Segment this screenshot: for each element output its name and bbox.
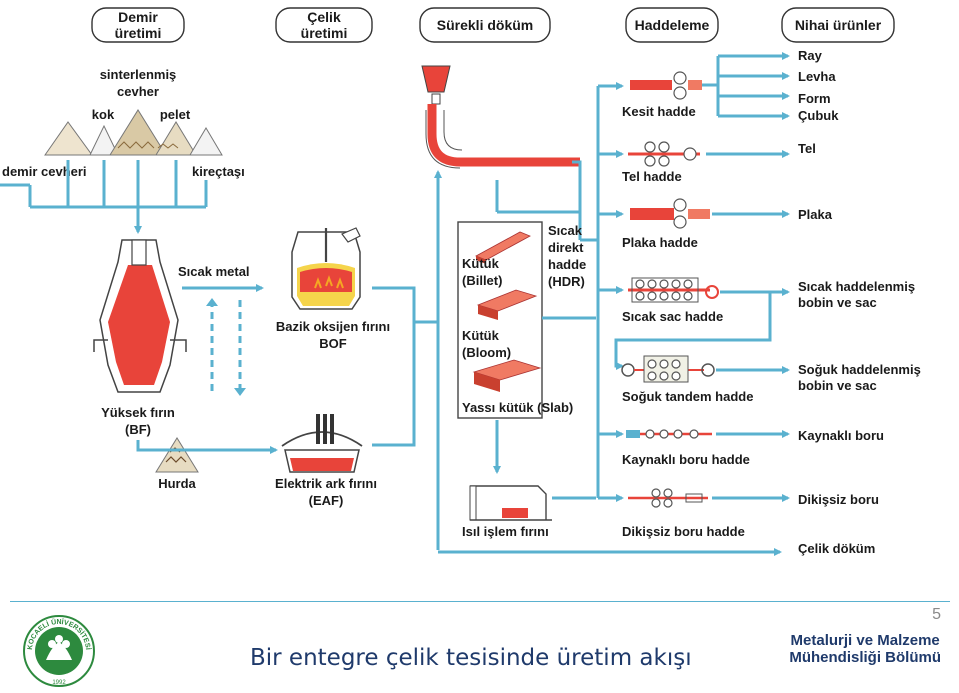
header-steel-production-line-2: üretimi	[301, 25, 348, 41]
seamless-pipe-mill-icon	[628, 488, 708, 508]
department-name: Metalurji ve Malzeme Mühendisliği Bölümü	[789, 632, 941, 666]
cold-tandem-mill-label: Soğuk tandem hadde	[622, 389, 753, 404]
bof-converter-icon	[291, 227, 361, 310]
billet-label-2: (Billet)	[462, 273, 502, 288]
header-final-products: Nihai ürünler	[781, 7, 895, 43]
iron-ore-label: demir cevheri	[2, 164, 87, 179]
cold-tandem-mill-icon	[621, 355, 715, 383]
hdr-label-3: hadde	[548, 257, 586, 272]
header-iron-label: Demir	[118, 9, 158, 25]
header-products-label: Nihai ürünler	[795, 17, 882, 33]
product-form: Form	[798, 91, 831, 106]
product-bar: Çubuk	[798, 108, 839, 123]
hot-metal-label: Sıcak metal	[178, 264, 250, 279]
continuous-caster-icon	[421, 65, 580, 169]
coke-label: kok	[92, 107, 115, 122]
heat-treatment-furnace-icon	[469, 485, 552, 521]
caster-to-rolling-flow	[495, 160, 582, 240]
department-line-2: Mühendisliği Bölümü	[789, 649, 941, 666]
product-wire: Tel	[798, 141, 816, 156]
limestone-label: kireçtaşı	[192, 164, 245, 179]
eaf-furnace-icon	[281, 414, 363, 473]
logo-year: 1992	[52, 680, 66, 686]
bof-label-2: BOF	[319, 336, 347, 351]
product-plate: Plaka	[798, 207, 833, 222]
product-welded-pipe: Kaynaklı boru	[798, 428, 884, 443]
header-rolling: Haddeleme	[625, 7, 719, 43]
blast-furnace-label-1: Yüksek fırın	[101, 405, 175, 420]
hot-strip-mill-icon	[628, 277, 719, 303]
semi-finished-products-box	[457, 221, 543, 419]
plate-mill-icon	[630, 198, 710, 229]
bof-label-1: Bazik oksijen fırını	[276, 319, 390, 334]
header-rolling-label: Haddeleme	[635, 17, 710, 33]
steel-production-flow-diagram: Demir üretimi Çelik üretimi Sürekli dökü…	[0, 7, 921, 556]
product-cold-coil-2: bobin ve sac	[798, 378, 877, 393]
header-steel-production: Çelik üretimi	[275, 7, 373, 43]
heat-treatment-label: Isıl işlem fırını	[462, 524, 549, 539]
product-sheet: Levha	[798, 69, 836, 84]
page-number: 5	[932, 606, 941, 623]
steel-to-casting-flow	[372, 170, 782, 556]
section-mill-label: Kesit hadde	[622, 104, 696, 119]
header-iron-production-line-2: üretimi	[115, 25, 162, 41]
slide-caption: Bir entegre çelik tesisinde üretim akışı	[250, 645, 692, 671]
hdr-label-2: direkt	[548, 240, 584, 255]
hot-strip-mill-label: Sıcak sac hadde	[622, 309, 723, 324]
product-rail: Ray	[798, 48, 823, 63]
welded-pipe-mill-icon	[626, 429, 712, 439]
raw-material-piles-icon	[44, 109, 223, 156]
product-seamless-pipe: Dikişsiz boru	[798, 492, 879, 507]
rolling-distribution-lines	[580, 82, 772, 502]
bloom-label-1: Kütük	[462, 328, 500, 343]
sinter-label-2: cevher	[117, 84, 159, 99]
hdr-label-1: Sıcak	[548, 223, 583, 238]
header-casting-label: Sürekli döküm	[437, 17, 533, 33]
eaf-label-1: Elektrik ark fırını	[275, 476, 377, 491]
section-mill-icon	[630, 71, 702, 100]
raw-material-feed-lines	[0, 160, 208, 234]
product-steel-casting: Çelik döküm	[798, 541, 875, 556]
product-hot-coil-2: bobin ve sac	[798, 295, 877, 310]
blast-furnace-icon	[93, 239, 187, 393]
bf-to-eaf-arrow	[136, 440, 278, 454]
wire-mill-icon	[628, 141, 700, 167]
slab-label: Yassı kütük (Slab)	[462, 400, 573, 415]
eaf-label-2: (EAF)	[309, 493, 344, 508]
billet-label-1: Kütük	[462, 256, 500, 271]
department-line-1: Metalurji ve Malzeme	[790, 632, 940, 649]
header-steel-label: Çelik	[307, 9, 341, 25]
pellet-label: pelet	[160, 107, 191, 122]
header-iron-production: Demir üretimi	[91, 7, 185, 43]
scrap-pile-icon	[155, 437, 199, 473]
scrap-label: Hurda	[158, 476, 196, 491]
product-cold-coil-1: Soğuk haddelenmiş	[798, 362, 921, 377]
welded-pipe-mill-label: Kaynaklı boru hadde	[622, 452, 750, 467]
header-continuous-casting: Sürekli döküm	[419, 7, 551, 43]
wire-mill-label: Tel hadde	[622, 169, 682, 184]
footer-divider	[10, 601, 950, 602]
rolling-to-products-arrows	[702, 52, 790, 502]
bloom-label-2: (Bloom)	[462, 345, 511, 360]
plate-mill-label: Plaka hadde	[622, 235, 698, 250]
seamless-pipe-mill-label: Dikişsiz boru hadde	[622, 524, 745, 539]
blast-furnace-label-2: (BF)	[125, 422, 151, 437]
hdr-label-4: (HDR)	[548, 274, 585, 289]
university-logo-icon: KOCAELİ ÜNİVERSİTESİ 1992	[23, 615, 95, 687]
sinter-label-1: sinterlenmiş	[100, 67, 177, 82]
product-hot-coil-1: Sıcak haddelenmiş	[798, 279, 915, 294]
